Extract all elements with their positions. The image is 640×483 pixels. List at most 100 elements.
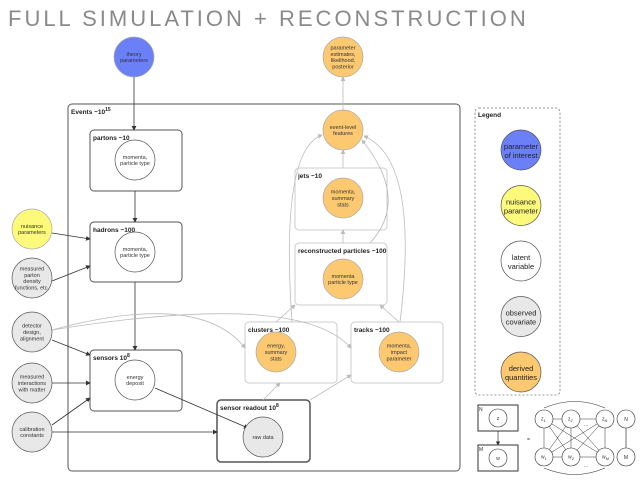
node-event-features xyxy=(322,109,364,151)
node-label: momenta xyxy=(332,274,356,280)
plate-clusters xyxy=(244,321,338,384)
node-label: particle type xyxy=(120,253,150,259)
node-estimates xyxy=(322,36,364,78)
node-label: momenta, xyxy=(331,190,356,196)
plate-label-sensors: sensors 108 xyxy=(93,353,130,362)
svg-text:N: N xyxy=(479,407,483,413)
svg-text:M: M xyxy=(479,447,483,453)
ellipsis: ... xyxy=(584,422,588,428)
plate-label-partons: partons ~10 xyxy=(93,135,130,142)
node-label: parameters xyxy=(18,230,46,236)
node-label: stats xyxy=(270,356,282,362)
node-z-1 xyxy=(534,409,554,429)
node-label: constants xyxy=(20,433,44,439)
node-label: momenta, xyxy=(387,344,412,350)
node-z-N xyxy=(595,409,615,429)
legend-item-nuisance xyxy=(500,185,542,226)
node-label: functions, etc. xyxy=(15,286,49,292)
arrow xyxy=(379,304,400,323)
node-label: deposit xyxy=(126,381,144,387)
node-label: density xyxy=(23,279,41,285)
plate-inner xyxy=(477,444,519,472)
node-label: parameter xyxy=(386,356,411,362)
svg-text:zN: zN xyxy=(602,417,608,424)
arrow xyxy=(51,265,91,282)
node-nuisance xyxy=(11,208,53,250)
node-label: raw data xyxy=(252,435,274,441)
arrow xyxy=(51,397,91,426)
plate-label-clusters: clusters ~100 xyxy=(248,327,290,334)
node-energy-deposit xyxy=(114,359,156,401)
node-interactions xyxy=(11,362,53,404)
node-label: measured xyxy=(20,266,44,272)
plate-events xyxy=(67,103,461,472)
page-title: FULL SIMULATION + RECONSTRUCTION xyxy=(8,6,529,31)
node-detector xyxy=(11,311,53,353)
arrow xyxy=(51,313,246,349)
node-track-mom xyxy=(378,331,420,373)
node-M xyxy=(616,447,636,467)
legend-item-parameter-of-interest xyxy=(500,129,542,171)
node-label: event-level xyxy=(330,125,357,131)
arrow xyxy=(51,339,91,356)
plate-reco xyxy=(294,242,388,306)
node-raw-data xyxy=(242,416,284,458)
node-reco-mom xyxy=(322,258,364,300)
svg-text:N: N xyxy=(624,417,628,423)
node-parton-mom xyxy=(114,139,156,181)
node-label: energy, xyxy=(267,344,285,350)
svg-text:z1: z1 xyxy=(541,417,547,424)
node-label: particle type xyxy=(328,280,358,286)
legend-label: covariate xyxy=(506,318,536,327)
node-label: with matter xyxy=(18,387,46,393)
legend-item-latent xyxy=(500,240,542,282)
node-jet-mom xyxy=(322,177,364,219)
plate-label-jets: jets ~10 xyxy=(297,173,322,180)
node-pdf xyxy=(11,257,53,299)
node-w-M xyxy=(595,447,615,467)
node-label: summary xyxy=(265,350,288,356)
node-label: parton xyxy=(24,273,40,279)
plate-label-hadrons: hadrons ~100 xyxy=(93,227,135,234)
node-label: estimates, xyxy=(330,52,356,58)
node-label: measured xyxy=(20,375,44,381)
node-label: interactions xyxy=(18,381,46,387)
node-label: posterior xyxy=(332,65,354,71)
node-w xyxy=(488,448,508,468)
svg-text:w1: w1 xyxy=(541,455,548,462)
arrow xyxy=(363,135,406,323)
legend-label: quantities xyxy=(505,373,537,382)
node-label: nuisance xyxy=(21,224,43,230)
arrow xyxy=(51,313,352,349)
node-label: calibration xyxy=(19,427,44,433)
node-label: theory xyxy=(126,52,142,58)
node-z xyxy=(488,408,508,428)
node-label: likelihood, xyxy=(331,58,356,64)
plate-label-tracks: tracks ~100 xyxy=(354,327,390,334)
arrow xyxy=(154,387,249,429)
arrow xyxy=(288,134,323,323)
legend-label: nuisance xyxy=(506,198,536,207)
node-label: detector xyxy=(22,324,42,330)
node-label: summary xyxy=(332,196,355,202)
svg-text:M: M xyxy=(624,455,628,461)
node-z-2 xyxy=(561,409,581,429)
node-label: momenta, xyxy=(123,247,148,253)
equals-sign: = xyxy=(527,437,530,443)
svg-text:w2: w2 xyxy=(568,455,575,462)
svg-text:z: z xyxy=(497,416,500,422)
node-label: design, xyxy=(23,330,41,336)
plate-tracks xyxy=(350,321,444,384)
arrow xyxy=(309,374,352,401)
svg-text:w: w xyxy=(496,456,500,462)
arrow xyxy=(51,232,91,241)
node-label: parameters xyxy=(120,58,148,64)
node-label: parameter xyxy=(330,45,355,51)
legend-label: of interest xyxy=(505,151,539,160)
legend-label: derived xyxy=(509,364,534,373)
node-label: alignment xyxy=(20,336,44,342)
node-label: momenta, xyxy=(123,155,148,161)
node-label: energy xyxy=(127,375,144,381)
legend-item-derived xyxy=(500,351,542,393)
